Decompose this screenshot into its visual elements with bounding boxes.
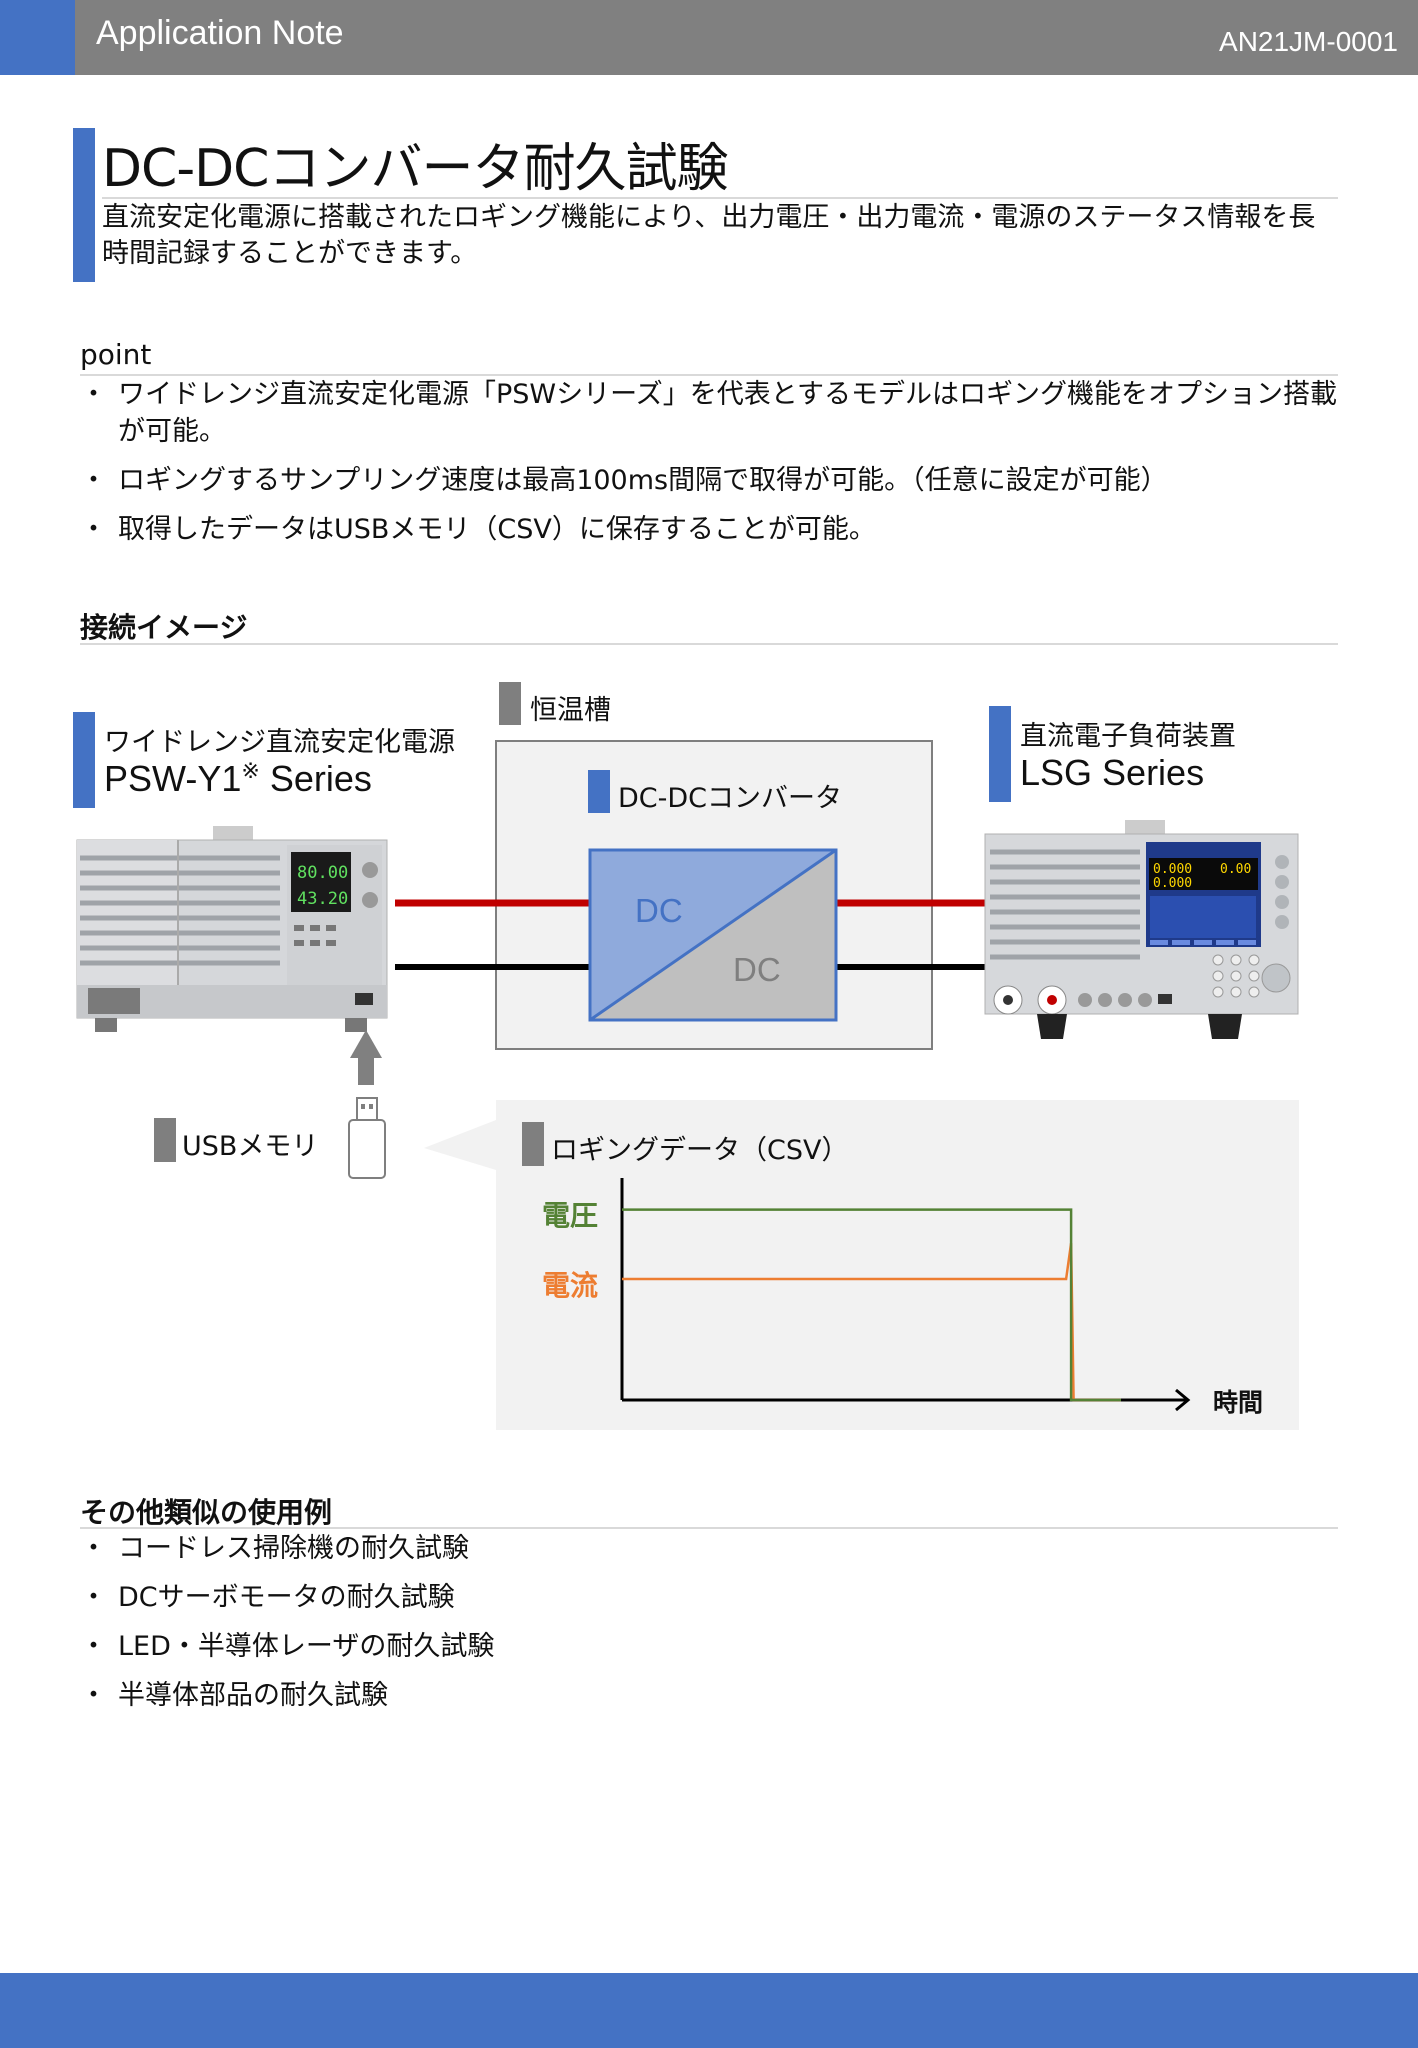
list-item: DCサーボモータの耐久試験 [80,1579,1348,1616]
upload-arrow-icon [350,1030,382,1085]
log-label-bar [522,1122,544,1166]
load-current-readout: 0.000 [1153,876,1192,891]
load-label: 直流電子負荷装置 [1020,721,1236,752]
psu-label: ワイドレンジ直流安定化電源 [104,727,455,758]
load-model: LSG Series [1020,752,1205,793]
chamber-label-bar [499,682,521,725]
point-heading: point [80,338,152,371]
other-heading: その他類似の使用例 [80,1496,333,1529]
other-list: コードレス掃除機の耐久試験 DCサーボモータの耐久試験 LED・半導体レーザの耐… [80,1530,1348,1726]
psu-model: PSW-Y1※ Series [104,758,372,800]
list-item: LED・半導体レーザの耐久試験 [80,1628,1348,1665]
current-series-line [622,1243,1121,1402]
converter-input-text: DC [635,892,683,929]
callout-pointer [424,1120,496,1170]
converter-label: DC-DCコンバータ [618,783,843,814]
list-item: 半導体部品の耐久試験 [80,1677,1348,1714]
lsg-electronic-load: 0.000 0.00 0.000 [984,820,1299,1039]
load-label-bar [989,706,1011,802]
series-label-voltage: 電圧 [542,1199,598,1232]
footer-bar [0,1973,1418,2048]
psu-model-name: PSW-Y1 [104,758,242,799]
other-divider [80,1527,1338,1529]
log-label: ロギングデータ（CSV） [551,1135,849,1166]
list-item: 取得したデータはUSBメモリ（CSV）に保存することが可能。 [80,511,1348,548]
psw-power-supply: 80.00 43.20 [76,826,388,1032]
psu-label-bar [73,712,95,808]
point-divider [80,374,1338,376]
chart-series [622,1208,1121,1402]
list-item: コードレス掃除機の耐久試験 [80,1530,1348,1567]
header-accent [0,0,75,75]
list-item: ロギングするサンプリング速度は最高100ms間隔で取得が可能。（任意に設定が可能… [80,462,1348,499]
psu-voltage-readout: 80.00 [297,863,348,883]
header-bar: Application Note AN21JM-0001 [0,0,1418,75]
logging-data-panel [496,1100,1299,1430]
dc-dc-converter-block: DC DC [588,848,838,1022]
document-code: AN21JM-0001 [1219,26,1398,57]
connection-heading: 接続イメージ [80,611,248,644]
converter-output-text: DC [733,951,781,988]
chamber-label: 恒温槽 [530,695,611,726]
converter-label-bar [588,770,610,813]
usb-label: USBメモリ [182,1131,319,1162]
psu-model-mark: ※ [241,758,260,783]
load-voltage-readout: 0.000 [1153,862,1192,877]
voltage-series-line [622,1208,1121,1402]
series-label-current: 電流 [542,1269,598,1302]
title-divider [102,197,1338,199]
connection-diagram: DC DC 80.00 43.20 [76,820,1299,1085]
header-title: Application Note [96,14,344,52]
title-accent-bar [73,128,95,282]
x-axis-arrow-icon [1175,1388,1191,1412]
x-axis-label: 時間 [1213,1388,1263,1417]
usb-memory-icon [348,1097,386,1179]
usb-label-bar [154,1118,176,1162]
psu-current-readout: 43.20 [297,889,348,909]
logging-chart: 電圧 電流 時間 [542,1178,1263,1417]
page-description: 直流安定化電源に搭載されたロギング機能により、出力電圧・出力電流・電源のステータ… [102,202,1316,269]
load-power-readout: 0.00 [1220,862,1251,877]
point-list: ワイドレンジ直流安定化電源「PSWシリーズ」を代表とするモデルはロギング機能をオ… [80,376,1348,560]
page-title: DC-DCコンバータ耐久試験 [102,139,728,199]
psu-model-suffix: Series [259,758,372,799]
chart-axes [620,1178,1191,1412]
connection-divider [80,643,1338,645]
list-item: ワイドレンジ直流安定化電源「PSWシリーズ」を代表とするモデルはロギング機能をオ… [80,376,1348,450]
